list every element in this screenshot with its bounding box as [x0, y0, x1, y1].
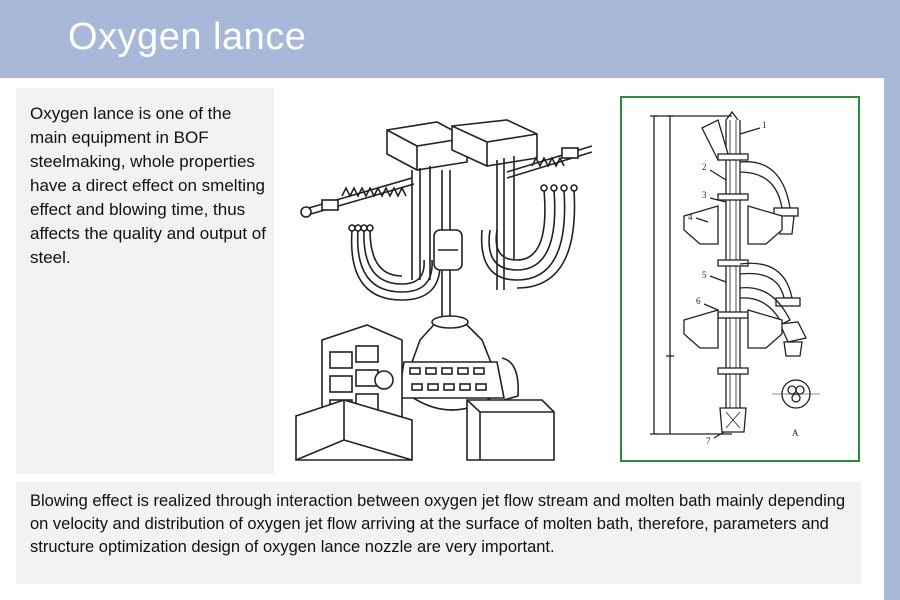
lance-drawing-frame: 1 2 3 4 5 6 7 A: [620, 96, 860, 462]
callout-3: 3: [702, 190, 707, 200]
callout-7: 7: [706, 436, 711, 446]
callout-1: 1: [762, 120, 767, 130]
intro-paragraph: Oxygen lance is one of the main equipmen…: [30, 104, 266, 267]
intro-text-box: Oxygen lance is one of the main equipmen…: [16, 88, 274, 474]
bof-converter-illustration: [295, 119, 593, 461]
description-paragraph: Blowing effect is realized through inter…: [30, 492, 846, 556]
callout-6: 6: [696, 296, 701, 306]
oxygen-lance-technical-drawing: 1 2 3 4 5 6 7 A: [650, 110, 820, 446]
right-accent-bar: [884, 78, 900, 600]
section-label: A: [792, 428, 799, 438]
callout-5: 5: [702, 270, 707, 280]
callout-2: 2: [702, 162, 707, 172]
callout-4: 4: [688, 212, 693, 222]
title-bar: Oxygen lance: [0, 0, 900, 78]
slide-title: Oxygen lance: [68, 16, 307, 58]
description-text-box: Blowing effect is realized through inter…: [16, 482, 861, 584]
